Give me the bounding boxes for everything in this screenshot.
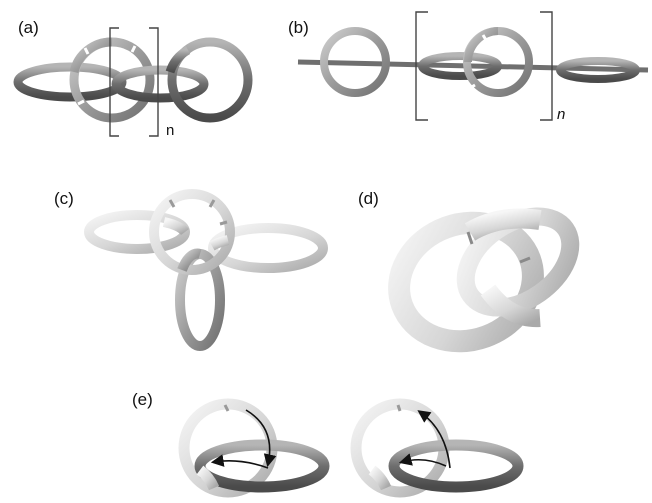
panel-a-label: (a) [18,18,39,38]
panel-e-left-arrow-bottom [214,461,268,468]
panel-d-knot [382,198,587,360]
panel-d-label: (d) [358,189,379,209]
panel-a-repeat-label: n [166,122,174,139]
panel-c-chain [89,194,323,346]
panel-e-right-ring-horizontal [394,445,518,487]
panel-e-left [184,404,324,492]
panel-e-label: (e) [132,390,153,410]
panel-c-label: (c) [54,189,74,209]
panel-b-chain [298,31,648,93]
panel-e-right [356,404,518,492]
panel-a-chain [18,42,248,118]
panel-a-ring-middle [116,70,204,98]
panel-b-repeat-label: n [557,106,565,123]
panel-b-label: (b) [288,18,309,38]
